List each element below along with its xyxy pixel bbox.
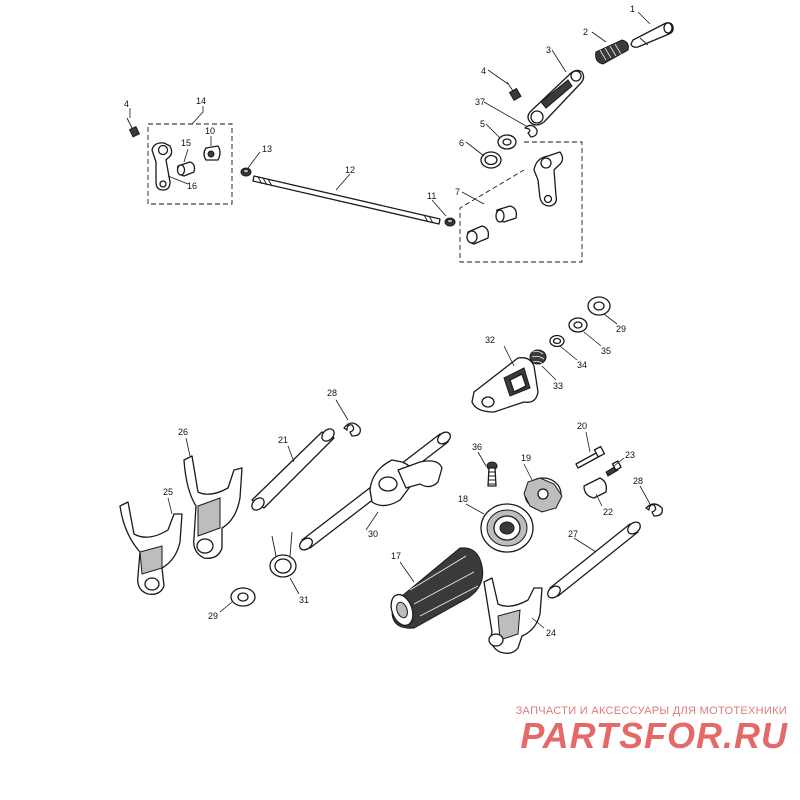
callout-2: 2 <box>583 27 588 37</box>
callout-36: 36 <box>472 442 482 452</box>
callout-7: 7 <box>455 187 460 197</box>
callout-21: 21 <box>278 435 288 445</box>
part-15-ball-joint <box>176 161 196 177</box>
callout-22: 22 <box>603 507 613 517</box>
callout-19: 19 <box>521 453 531 463</box>
part-23-bolt <box>605 460 622 477</box>
part-28-circlip-upper <box>343 422 361 437</box>
part-13-nut <box>240 167 252 177</box>
callout-35: 35 <box>601 346 611 356</box>
part-17-shift-drum <box>390 547 484 629</box>
watermark-logo[interactable]: PARTSFOR.RU <box>520 715 788 756</box>
callout-12: 12 <box>345 165 355 175</box>
part-1-pivot-bolt <box>630 22 674 48</box>
part-3-shift-lever <box>527 69 585 126</box>
part-2-rubber-grip <box>595 39 629 65</box>
part-6-o-ring <box>480 151 502 169</box>
callout-numbers: 1 2 3 4 37 5 6 7 4 14 15 10 16 13 12 11 … <box>124 4 643 638</box>
part-19-shift-cam <box>523 477 563 513</box>
part-25-shift-fork <box>119 501 183 595</box>
callout-31: 31 <box>299 595 309 605</box>
part-31-spring <box>269 531 297 578</box>
callout-29b: 29 <box>208 611 218 621</box>
part-4-bolt-upper <box>506 81 522 102</box>
callout-32: 32 <box>485 335 495 345</box>
callout-10: 10 <box>205 126 215 136</box>
callout-30: 30 <box>368 529 378 539</box>
callout-6: 6 <box>459 138 464 148</box>
part-11-nut <box>444 217 456 227</box>
callout-15: 15 <box>181 138 191 148</box>
callout-28b: 28 <box>633 476 643 486</box>
part-24-shift-fork <box>483 577 543 654</box>
part-29-washer-top <box>587 296 611 316</box>
part-28-circlip-lower <box>645 503 663 517</box>
part-33-spring <box>529 349 547 365</box>
callout-11: 11 <box>427 191 436 201</box>
part-10-rod-end <box>203 145 221 161</box>
part-5-washer <box>497 134 517 150</box>
callout-23: 23 <box>625 450 635 460</box>
part-18-bearing <box>480 503 534 553</box>
callout-34: 34 <box>577 360 587 370</box>
part-16-lever <box>151 142 173 191</box>
part-20-bolt <box>575 445 606 469</box>
callout-29: 29 <box>616 324 626 334</box>
watermark-tagline: ЗАПЧАСТИ И АКСЕССУАРЫ ДЛЯ МОТОТЕХНИКИ <box>515 705 787 717</box>
callout-33: 33 <box>553 381 563 391</box>
part-22-plate <box>583 477 608 499</box>
callout-24: 24 <box>546 628 556 638</box>
part-12-shift-rod <box>252 175 441 225</box>
callout-3: 3 <box>546 45 551 55</box>
callout-14: 14 <box>196 96 206 106</box>
callout-4: 4 <box>481 66 486 76</box>
callout-4b: 4 <box>124 99 129 109</box>
callout-26: 26 <box>178 427 188 437</box>
part-36-spring <box>486 461 498 487</box>
callout-16: 16 <box>187 181 197 191</box>
callout-1: 1 <box>630 4 635 14</box>
callout-37: 37 <box>475 97 485 107</box>
part-29-washer-lower <box>230 587 256 607</box>
callout-5: 5 <box>480 119 485 129</box>
part-7-linkage-set <box>459 141 583 263</box>
leader-lines <box>129 11 651 629</box>
callout-18: 18 <box>458 494 468 504</box>
callout-27: 27 <box>568 529 578 539</box>
callout-25: 25 <box>163 487 173 497</box>
part-4-bolt-left <box>126 117 140 138</box>
part-34-clips <box>549 334 565 348</box>
part-14-linkage-box <box>147 123 233 205</box>
part-35-washer <box>568 317 588 333</box>
part-37-circlip <box>524 124 538 138</box>
part-27-fork-shaft <box>547 521 641 599</box>
part-21-fork-shaft <box>251 428 335 511</box>
part-30-shift-shaft <box>299 431 451 551</box>
callout-28: 28 <box>327 388 337 398</box>
part-26-shift-fork <box>183 455 243 559</box>
callout-20: 20 <box>577 421 587 431</box>
callout-17: 17 <box>391 551 401 561</box>
callout-13: 13 <box>262 144 272 154</box>
part-32-stopper-plate <box>471 357 539 413</box>
